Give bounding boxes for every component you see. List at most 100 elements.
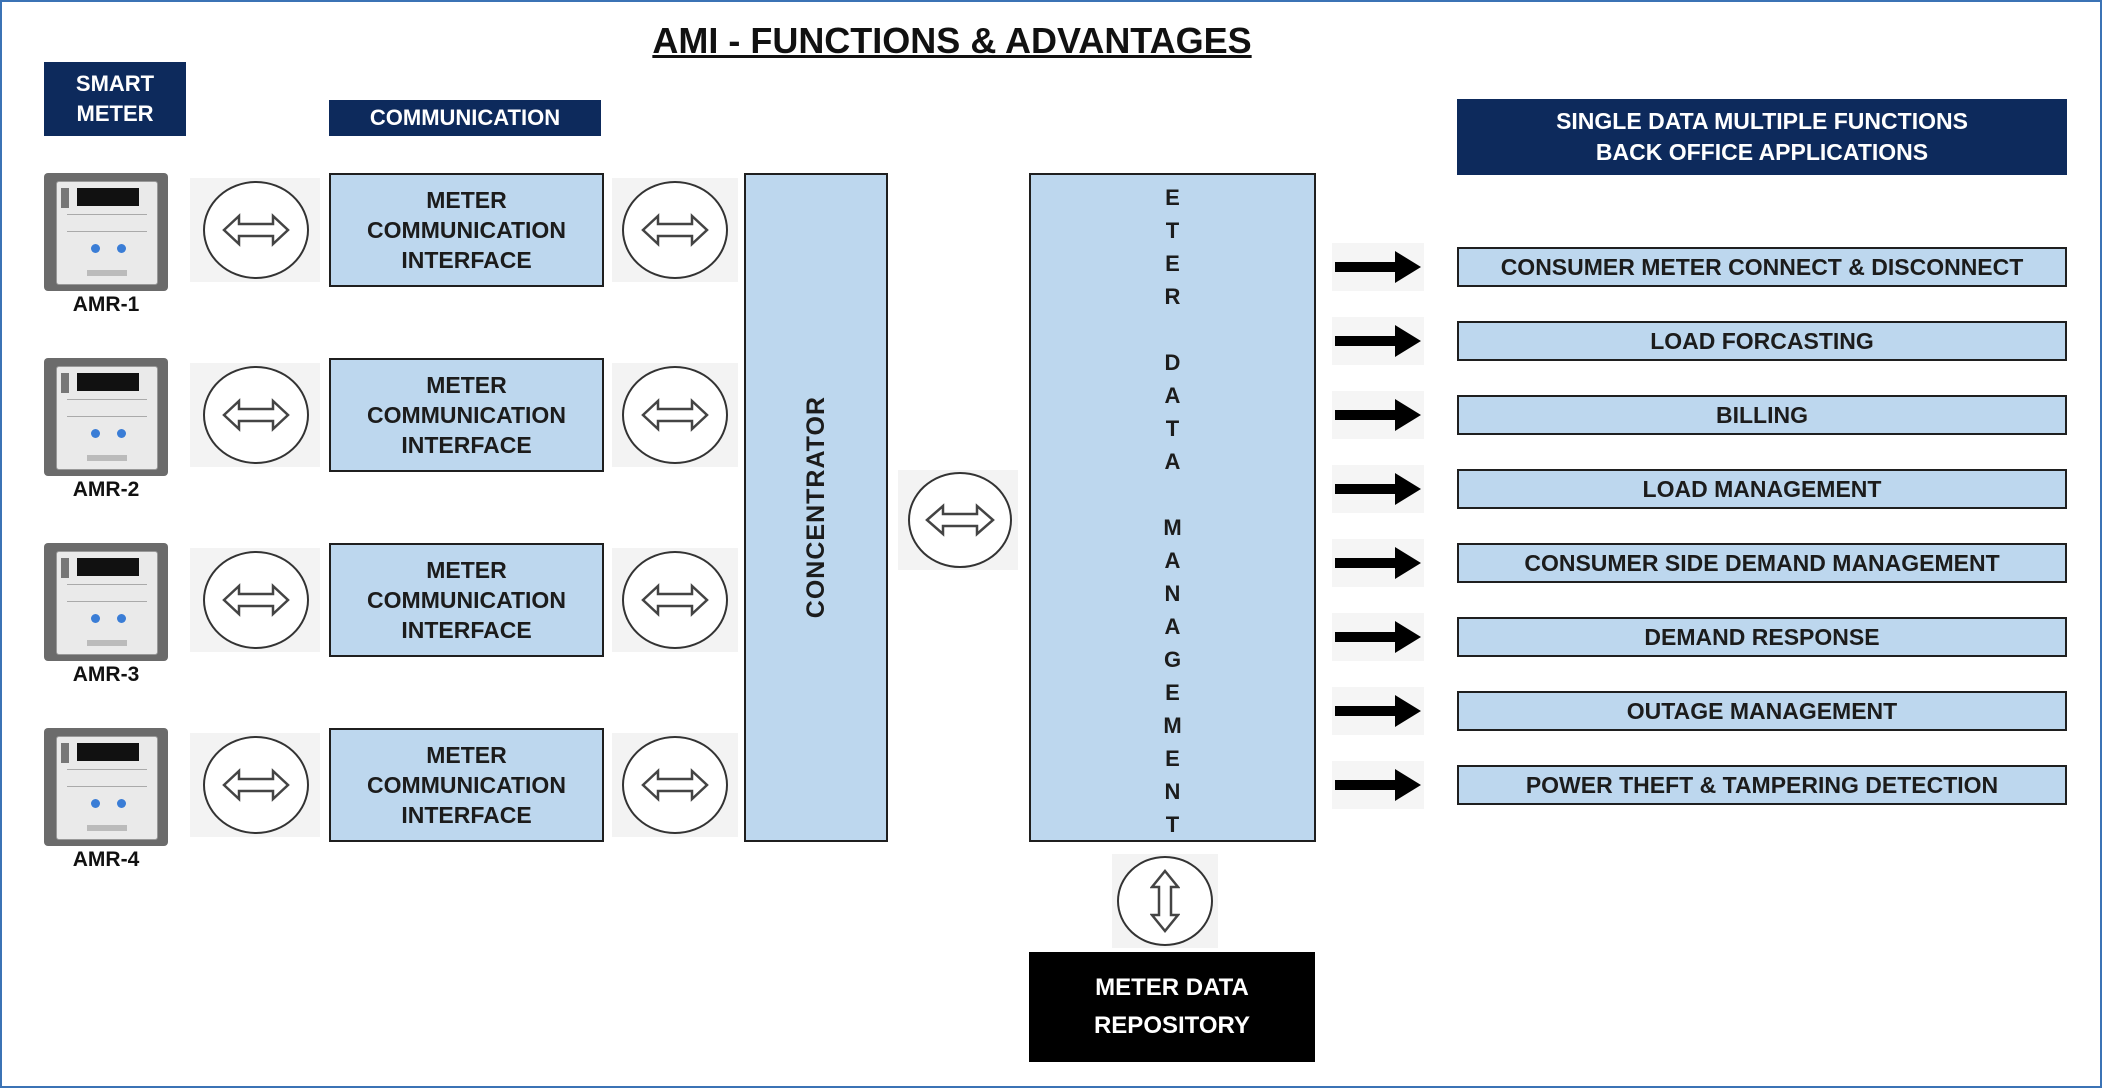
mdm-repository-connector	[1112, 854, 1218, 948]
meter-terminal	[87, 270, 127, 276]
mdm-letter: N	[1164, 779, 1181, 804]
amr-label: AMR-2	[72, 478, 140, 501]
double-arrow-horizontal-icon	[203, 366, 309, 464]
right-arrow-icon	[1332, 243, 1424, 291]
application-box: LOAD FORCASTING	[1457, 321, 2067, 361]
double-arrow-horizontal-icon	[203, 551, 309, 649]
mdm-letter: E	[1165, 680, 1180, 705]
communication-header: COMMUNICATION	[329, 100, 601, 136]
meter-lcd-display	[77, 373, 139, 391]
back-office-header: SINGLE DATA MULTIPLE FUNCTIONS BACK OFFI…	[1457, 99, 2067, 175]
interface-label-line: COMMUNICATION	[367, 217, 566, 243]
interface-concentrator-connector	[612, 733, 738, 837]
right-arrow-icon	[1332, 613, 1424, 661]
meter-terminal	[87, 825, 127, 831]
application-box: LOAD MANAGEMENT	[1457, 469, 2067, 509]
double-arrow-horizontal-icon	[203, 736, 309, 834]
mdm-letter: A	[1164, 548, 1181, 573]
amr-label: AMR-4	[72, 848, 140, 871]
smart-meter-image	[44, 728, 168, 846]
meter-lcd-display	[77, 188, 139, 206]
meter-interface-connector	[190, 178, 320, 282]
interface-concentrator-connector	[612, 363, 738, 467]
meter-label-lines	[67, 769, 147, 787]
mdm-letter: T	[1165, 416, 1180, 441]
back-office-header-line2: BACK OFFICE APPLICATIONS	[1595, 139, 1929, 165]
right-arrow-icon	[1332, 687, 1424, 735]
mdm-letter: E	[1165, 185, 1180, 210]
application-box: POWER THEFT & TAMPERING DETECTION	[1457, 765, 2067, 805]
mdm-letter: A	[1164, 614, 1181, 639]
meter-led-icon	[91, 429, 100, 438]
interface-concentrator-connector	[612, 178, 738, 282]
application-box: BILLING	[1457, 395, 2067, 435]
meter-led-icon	[117, 799, 126, 808]
meter-side-tab	[61, 743, 69, 763]
interface-label-line: METER	[426, 187, 507, 213]
meter-data-repository: METER DATA REPOSITORY	[1029, 952, 1315, 1062]
interface-label-line: INTERFACE	[401, 617, 532, 643]
interface-label-line: COMMUNICATION	[367, 772, 566, 798]
application-box: DEMAND RESPONSE	[1457, 617, 2067, 657]
amr-label: AMR-1	[72, 293, 140, 316]
mdm-letter: M	[1163, 713, 1182, 738]
smart-meter-image	[44, 543, 168, 661]
meter-face	[56, 366, 158, 470]
meter-interface-connector	[190, 733, 320, 837]
meter-face	[56, 551, 158, 655]
smart-meter-header-line1: SMART	[75, 71, 155, 97]
double-arrow-horizontal-icon	[622, 366, 728, 464]
meter-label-lines	[67, 399, 147, 417]
mdm-letter: E	[1165, 251, 1180, 276]
mdm-letter: T	[1165, 812, 1180, 837]
smart-meter-header-line2: METER	[76, 101, 154, 126]
double-arrow-horizontal-icon	[908, 472, 1012, 568]
meter-led-icon	[117, 614, 126, 623]
meter-led-icon	[91, 799, 100, 808]
interface-label-line: COMMUNICATION	[367, 402, 566, 428]
meter-side-tab	[61, 558, 69, 578]
interface-label-line: INTERFACE	[401, 247, 532, 273]
interface-label-line: METER	[426, 557, 507, 583]
meter-side-tab	[61, 373, 69, 393]
meter-led-icon	[91, 614, 100, 623]
double-arrow-horizontal-icon	[622, 551, 728, 649]
application-box: CONSUMER SIDE DEMAND MANAGEMENT	[1457, 543, 2067, 583]
meter-communication-interface: METER COMMUNICATION INTERFACE	[329, 728, 604, 842]
application-box: OUTAGE MANAGEMENT	[1457, 691, 2067, 731]
interface-label-line: METER	[426, 372, 507, 398]
interface-label-line: COMMUNICATION	[367, 587, 566, 613]
smart-meter-image	[44, 358, 168, 476]
back-office-header-line1: SINGLE DATA MULTIPLE FUNCTIONS	[1556, 107, 1968, 134]
amr-label: AMR-3	[72, 663, 140, 686]
diagram-title: AMI - FUNCTIONS & ADVANTAGES	[652, 20, 1252, 61]
mdm-letter: A	[1164, 383, 1181, 408]
right-arrow-icon	[1332, 761, 1424, 809]
meter-led-icon	[117, 244, 126, 253]
repository-line2: REPOSITORY	[1093, 1012, 1251, 1039]
interface-concentrator-connector	[612, 548, 738, 652]
right-arrow-icon	[1332, 465, 1424, 513]
double-arrow-horizontal-icon	[622, 736, 728, 834]
smart-meter-image	[44, 173, 168, 291]
mdm-letter: E	[1165, 746, 1180, 771]
meter-interface-connector	[190, 548, 320, 652]
interface-label-line: METER	[426, 742, 507, 768]
repository-line1: METER DATA	[1095, 974, 1249, 1001]
right-arrow-icon	[1332, 317, 1424, 365]
meter-communication-interface: METER COMMUNICATION INTERFACE	[329, 543, 604, 657]
meter-lcd-display	[77, 558, 139, 576]
meter-label-lines	[67, 214, 147, 232]
double-arrow-vertical-icon	[1117, 856, 1213, 946]
interface-label-line: INTERFACE	[401, 802, 532, 828]
concentrator-mdm-connector	[898, 470, 1018, 570]
meter-face	[56, 181, 158, 285]
double-arrow-horizontal-icon	[203, 181, 309, 279]
smart-meter-header: SMART METER	[44, 62, 186, 136]
meter-led-icon	[91, 244, 100, 253]
concentrator-box: CONCENTRATOR	[744, 173, 888, 842]
mdm-letter: A	[1164, 449, 1181, 474]
